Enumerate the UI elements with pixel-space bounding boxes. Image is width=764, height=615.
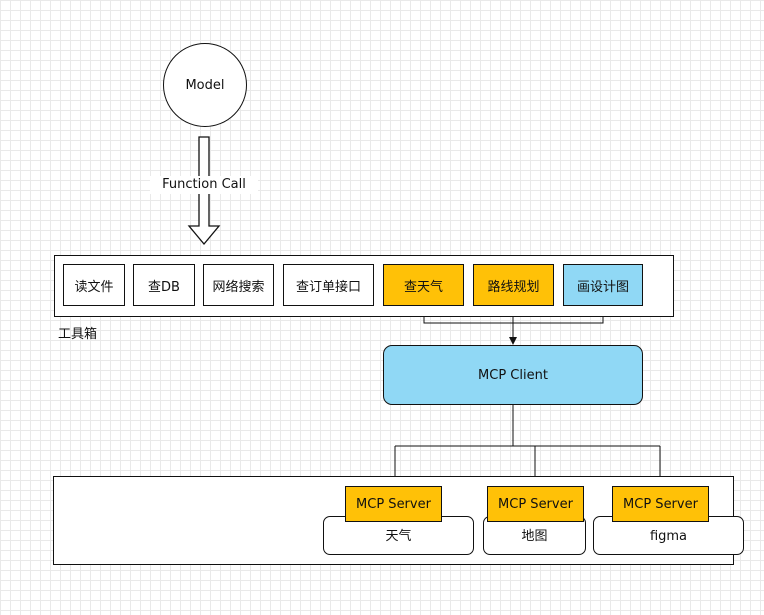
mcp-server-map: MCP Server [487, 486, 584, 522]
tool-route-planning: 路线规划 [473, 264, 554, 306]
mcp-server-weather: MCP Server [345, 486, 442, 522]
tool-weather: 查天气 [383, 264, 464, 306]
toolbox-label: 工具箱 [58, 327, 98, 342]
app-map-label: 地图 [521, 529, 548, 544]
tool-query-db: 查DB [133, 264, 195, 306]
function-call-label: Function Call [150, 176, 258, 194]
app-figma: figma [593, 516, 744, 555]
tool-read-file: 读文件 [63, 264, 125, 306]
mcp-client-node: MCP Client [383, 345, 643, 405]
tool-order-api: 查订单接口 [283, 264, 374, 306]
mcp-server-figma: MCP Server [612, 486, 709, 522]
tool-draw-design: 画设计图 [563, 264, 643, 306]
app-figma-label: figma [649, 529, 688, 544]
app-weather-label: 天气 [385, 529, 412, 544]
tool-web-search: 网络搜索 [203, 264, 274, 306]
model-node: Model [163, 43, 247, 127]
